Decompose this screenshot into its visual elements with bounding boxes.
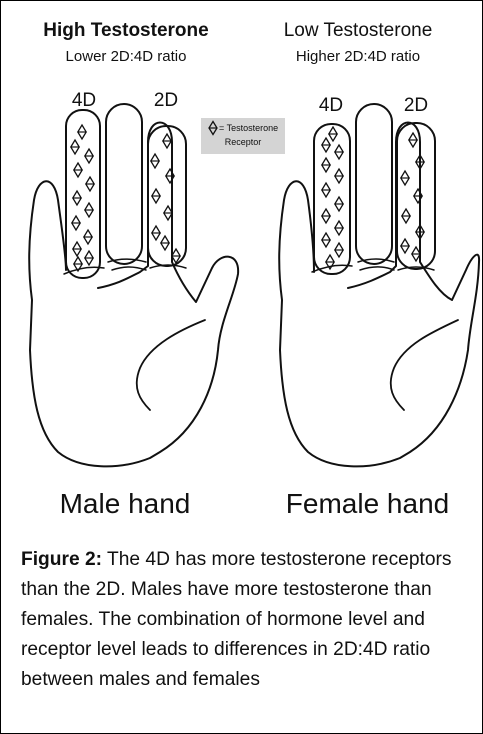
caption-text: The 4D has more testosterone receptors t…: [21, 549, 452, 690]
caption-lead: Figure 2:: [21, 549, 102, 570]
female-4d-finger: [314, 124, 350, 274]
male-middle-finger: [106, 104, 142, 264]
male-hand: [29, 104, 238, 466]
male-4d-receptors: [71, 125, 94, 271]
female-4d-label: 4D: [319, 95, 343, 116]
male-hand-outline: [29, 123, 238, 467]
male-hand-label: Male hand: [20, 488, 230, 520]
female-hand-label: Female hand: [260, 488, 475, 520]
female-4d-receptors: [322, 127, 343, 269]
female-hand: [279, 104, 479, 466]
male-4d-label: 4D: [72, 90, 96, 111]
male-4d-finger: [66, 110, 100, 278]
female-hand-outline: [279, 123, 479, 467]
male-palm-crease: [137, 320, 205, 410]
female-middle-finger: [356, 104, 392, 264]
male-2d-label: 2D: [154, 90, 178, 111]
figure-caption: Figure 2: The 4D has more testosterone r…: [21, 545, 471, 695]
female-palm-crease: [391, 320, 458, 410]
female-2d-label: 2D: [404, 95, 428, 116]
receptor-legend: = Testosterone Receptor: [201, 118, 285, 154]
legend-line-1: = Testosterone: [219, 123, 278, 133]
legend-line-2: Receptor: [225, 137, 262, 147]
male-2d-receptors: [151, 134, 180, 263]
